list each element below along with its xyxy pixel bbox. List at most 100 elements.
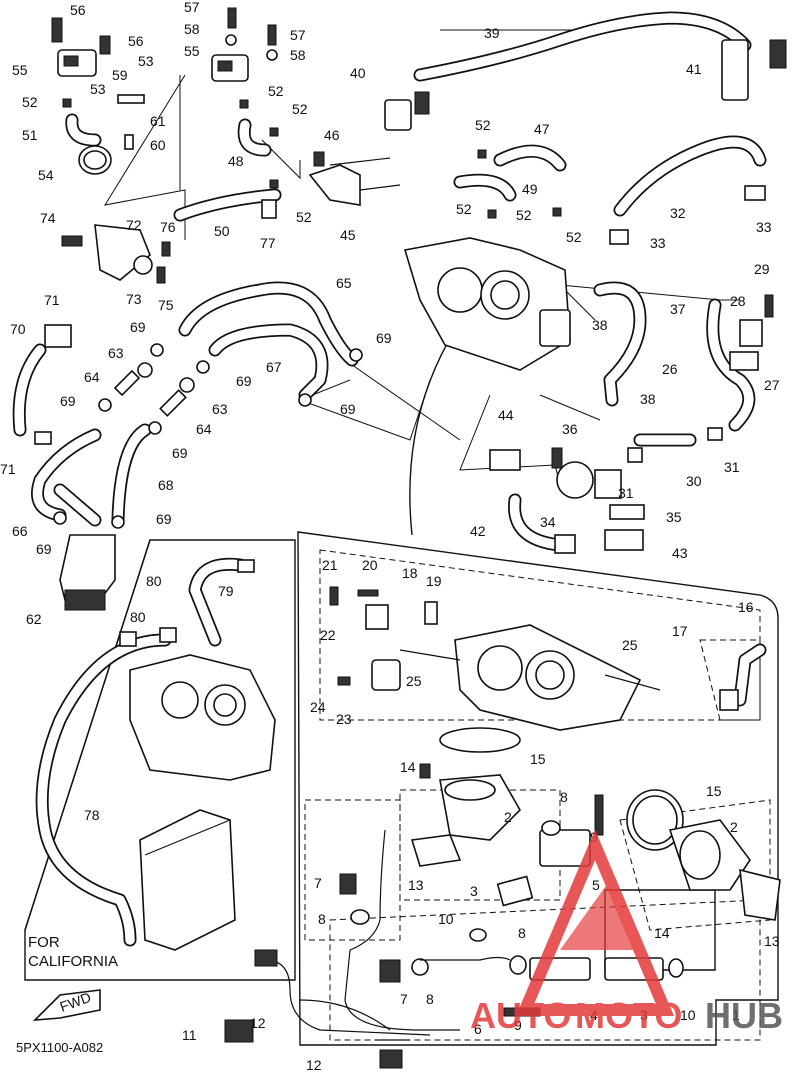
part-number: 56 [70, 2, 86, 18]
part-43 [604, 529, 644, 551]
washer-10a [469, 928, 487, 942]
part-number: 28 [730, 293, 746, 309]
pipe-64a [113, 369, 141, 397]
part-number: 51 [22, 127, 38, 143]
clamp-52 [239, 99, 249, 109]
part-number: 71 [0, 461, 16, 477]
bolt-14a [419, 763, 431, 779]
part-number: 50 [214, 223, 230, 239]
pipe-64b [159, 389, 187, 417]
part-number: 52 [475, 117, 491, 133]
bolt-57-top [227, 7, 237, 29]
bolt-21 [329, 586, 339, 606]
throttle-body-ca [129, 654, 276, 781]
washer-8b [350, 909, 370, 925]
part-number: 57 [290, 27, 306, 43]
washer-58 [225, 34, 237, 46]
part-number: 12 [250, 1015, 266, 1031]
frames [24, 29, 779, 1046]
clamp-63b [179, 377, 195, 393]
california-caption-line1: FOR [28, 934, 60, 951]
part-number: 80 [130, 609, 146, 625]
part-number: 66 [12, 523, 28, 539]
part-number: 25 [622, 637, 638, 653]
triangle-logo-icon [515, 829, 675, 1016]
part-numbers: 56 56 55 59 53 53 52 61 60 51 54 57 58 5… [0, 0, 780, 1073]
part-number: 8 [426, 991, 434, 1007]
clamp-31b [627, 447, 643, 463]
part-60 [124, 134, 134, 150]
clamp-33b [609, 229, 629, 245]
bracket-28 [739, 319, 763, 347]
dash-box-right [619, 799, 771, 931]
collar-73 [133, 255, 153, 275]
part-number: 13 [764, 933, 780, 949]
part-number: 45 [340, 227, 356, 243]
clamp-33 [744, 185, 766, 201]
dash-box-13 [399, 789, 561, 901]
part-number: 47 [534, 121, 550, 137]
bolt-57 [267, 24, 277, 46]
part-number: 69 [156, 511, 172, 527]
part-number: 16 [738, 599, 754, 615]
clamp-31 [707, 427, 723, 441]
part-number: 8 [560, 789, 568, 805]
gasket-13a [410, 834, 462, 867]
part-number: 67 [266, 359, 282, 375]
part-number: 52 [22, 94, 38, 110]
part-number: 55 [12, 62, 28, 78]
part-number: 79 [218, 583, 234, 599]
washer-58b [266, 49, 278, 61]
part-number: 53 [138, 53, 154, 69]
injector-3a [496, 875, 534, 907]
canister [139, 809, 236, 951]
part-number: 44 [498, 407, 514, 423]
connector-11 [224, 1019, 254, 1043]
part-number: 58 [184, 21, 200, 37]
part-number: 30 [686, 473, 702, 489]
part-number: 1 [732, 1007, 740, 1023]
valve-35-body [594, 469, 622, 499]
part-number: 27 [764, 377, 780, 393]
part-number: 58 [290, 47, 306, 63]
part-number: 5 [592, 877, 600, 893]
part-number: 18 [402, 565, 418, 581]
bolt-20 [357, 589, 379, 597]
fwd-arrow: FWD [32, 989, 101, 1021]
part-number: 37 [670, 301, 686, 317]
part-number: 29 [754, 261, 770, 277]
connector-41 [721, 39, 749, 101]
part-number: 72 [126, 217, 142, 233]
part-number: 32 [670, 205, 686, 221]
sensor-23 [371, 659, 401, 691]
part-number: 60 [150, 137, 166, 153]
part-number: 33 [650, 235, 666, 251]
part-number: 38 [592, 317, 608, 333]
part-number: 15 [706, 783, 722, 799]
part-number: 73 [126, 291, 142, 307]
clamp-15a [439, 727, 521, 753]
part-number: 41 [686, 61, 702, 77]
part-number: 52 [456, 201, 472, 217]
part-number: 14 [400, 759, 416, 775]
part-number: 69 [376, 330, 392, 346]
part-number: 38 [640, 391, 656, 407]
part-number: 10 [680, 1007, 696, 1023]
clamp-71b [34, 431, 52, 445]
parts [34, 7, 787, 1069]
part-number: 56 [128, 33, 144, 49]
part-number: 78 [84, 807, 100, 823]
hoses [12, 11, 767, 947]
sensor-22 [365, 604, 389, 630]
part-number: 52 [516, 207, 532, 223]
bolt-7b [379, 959, 401, 983]
part-77 [261, 199, 277, 219]
bracket-27 [729, 351, 759, 371]
part-number: 24 [310, 699, 326, 715]
part-19 [424, 601, 438, 625]
part-number: 57 [184, 0, 200, 15]
part-number: 23 [336, 711, 352, 727]
california-caption-line2: CALIFORNIA [28, 953, 118, 970]
watermark-auto: AUTO [470, 995, 571, 1036]
bolt-29 [764, 294, 774, 318]
